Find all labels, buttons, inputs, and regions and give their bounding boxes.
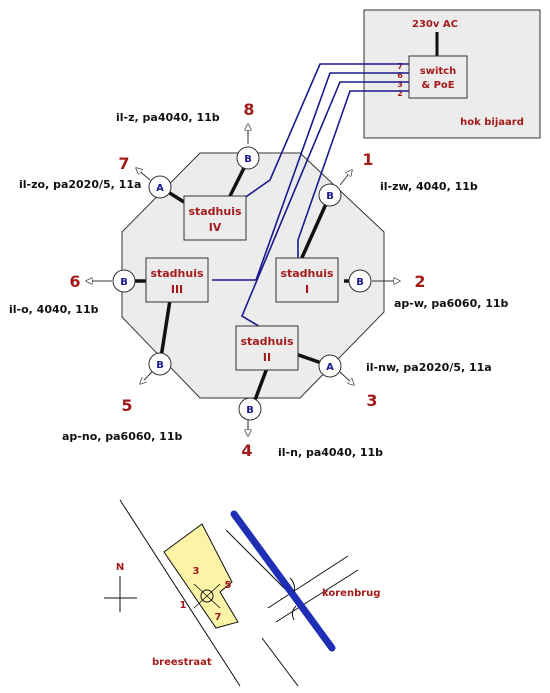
direction-arrows	[86, 124, 400, 436]
svg-text:B: B	[156, 360, 164, 371]
bridge-mark	[289, 577, 295, 593]
direction-number-6: 6	[69, 272, 80, 291]
stadhuis-i: stadhuis I	[275, 257, 339, 303]
power-label: 230v AC	[412, 19, 458, 30]
direction-label-8: il-z, pa4040, 11b	[116, 111, 220, 124]
node-7: A	[148, 175, 172, 199]
stadhuis-ii-numeral: II	[263, 351, 271, 364]
hok-bijaard-box: 230v AC switch & PoE hok bijaard 7 6 3 2	[363, 9, 541, 139]
svg-text:B: B	[244, 154, 252, 165]
stadhuis-ii: stadhuis II	[235, 325, 299, 371]
direction-label-5: ap-no, pa6060, 11b	[62, 430, 182, 443]
node-6: B	[112, 269, 136, 293]
location-marker	[200, 589, 214, 603]
direction-number-7: 7	[118, 154, 129, 173]
poe-label: & PoE	[421, 80, 454, 91]
direction-number-4: 4	[241, 441, 252, 460]
hok-title: hok bijaard	[460, 117, 524, 128]
map-number-3: 3	[193, 566, 200, 577]
stadhuis-i-numeral: I	[305, 283, 309, 296]
street-edge	[119, 499, 241, 687]
stadhuis-ii-label: stadhuis	[240, 335, 294, 348]
svg-text:A: A	[326, 362, 334, 373]
map-number-7: 7	[215, 612, 222, 623]
stadhuis-i-label: stadhuis	[280, 267, 334, 280]
direction-number-2: 2	[414, 272, 425, 291]
direction-label-3: il-nw, pa2020/5, 11a	[366, 361, 492, 374]
direction-label-4: il-n, pa4040, 11b	[278, 446, 383, 459]
port-label-7: 7	[397, 62, 403, 71]
port-label-2: 2	[397, 89, 403, 98]
svg-text:B: B	[120, 277, 128, 288]
location-map: N korenbrug 3 5 1 7 breestraat	[104, 499, 380, 687]
node-3: A	[318, 354, 342, 378]
port-label-6: 6	[397, 71, 403, 80]
direction-number-3: 3	[366, 391, 377, 410]
node-8: B	[236, 146, 260, 170]
port-label-3: 3	[397, 80, 403, 89]
building-stadhuis	[163, 523, 239, 629]
north-label: N	[116, 562, 124, 573]
svg-text:B: B	[246, 405, 254, 416]
direction-label-2: ap-w, pa6060, 11b	[394, 297, 509, 310]
svg-text:B: B	[356, 277, 364, 288]
direction-label-7: il-zo, pa2020/5, 11a	[19, 178, 141, 191]
stadhuis-iv: stadhuis IV	[183, 195, 247, 241]
map-number-5: 5	[225, 580, 232, 591]
canal	[230, 510, 336, 652]
direction-number-8: 8	[243, 100, 254, 119]
node-5: B	[148, 352, 172, 376]
switch-label: switch	[420, 66, 456, 77]
stadhuis-iv-numeral: IV	[209, 221, 222, 234]
bridge-label: korenbrug	[322, 588, 380, 599]
street-label: breestraat	[152, 657, 212, 668]
stadhuis-iii: stadhuis III	[145, 257, 209, 303]
svg-text:B: B	[326, 191, 334, 202]
stadhuis-iv-label: stadhuis	[188, 205, 242, 218]
node-4: B	[238, 397, 262, 421]
svg-text:A: A	[156, 183, 164, 194]
stadhuis-iii-label: stadhuis	[150, 267, 204, 280]
switch-poe-box	[408, 55, 468, 99]
node-2: B	[348, 269, 372, 293]
direction-number-1: 1	[362, 150, 373, 169]
direction-number-5: 5	[121, 396, 132, 415]
stadhuis-iii-numeral: III	[171, 283, 183, 296]
direction-label-6: il-o, 4040, 11b	[9, 303, 99, 316]
map-number-1: 1	[180, 600, 187, 611]
node-1: B	[318, 183, 342, 207]
direction-label-1: il-zw, 4040, 11b	[380, 180, 478, 193]
